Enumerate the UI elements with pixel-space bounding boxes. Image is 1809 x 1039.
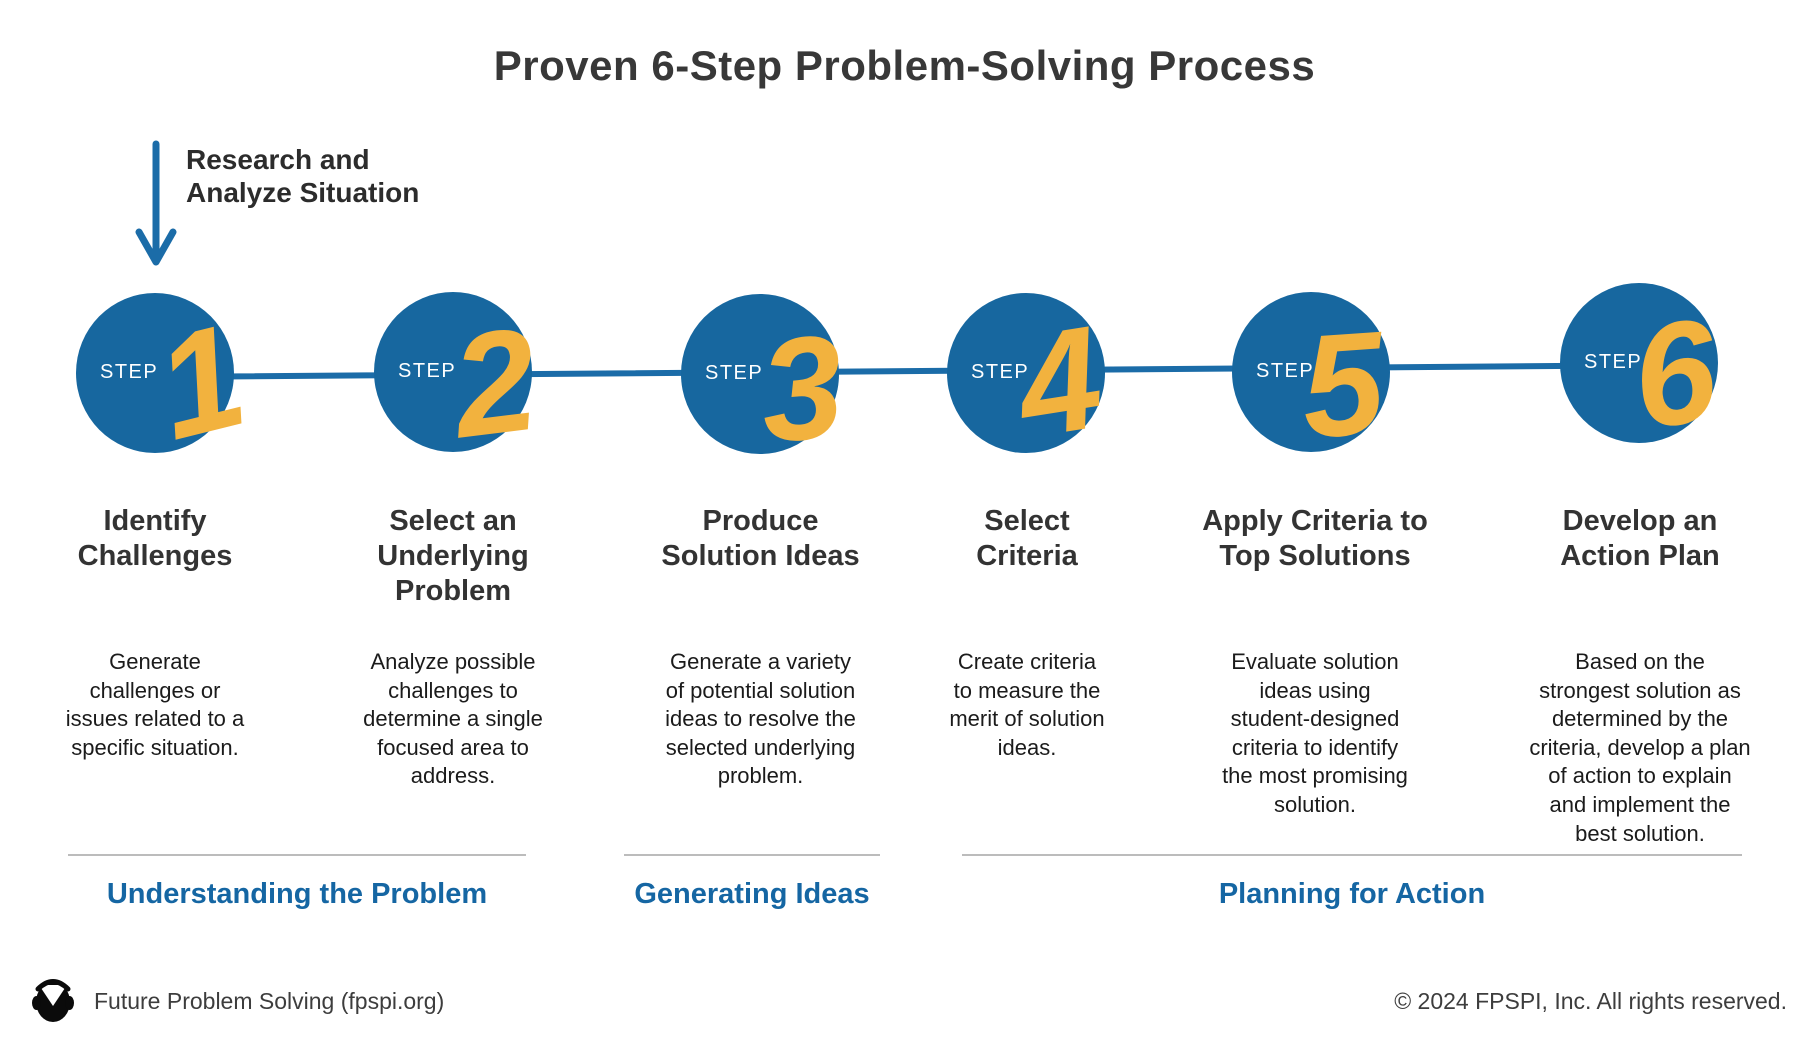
step-3-circle: STEP 3 <box>681 294 849 473</box>
step-4-circle: STEP 4 <box>947 293 1112 468</box>
step-6-circle: STEP 6 <box>1560 283 1725 459</box>
down-arrow-icon <box>135 140 177 266</box>
step-3-number: 3 <box>754 303 850 474</box>
step-1-circle: STEP 1 <box>76 293 260 470</box>
step-2-column: Select an Underlying Problem Analyze pos… <box>323 486 583 809</box>
footer-brand-text: Future Problem Solving (fpspi.org) <box>94 988 445 1014</box>
step-4-column: Select Criteria Create criteria to measu… <box>898 486 1156 780</box>
step-5-description: Evaluate solution ideas using student-de… <box>1222 649 1408 817</box>
fps-logo-icon <box>32 979 74 1022</box>
step-5-title: Apply Criteria to Top Solutions <box>1202 505 1428 572</box>
step-5-number: 5 <box>1296 300 1389 469</box>
step-3-title: Produce Solution Ideas <box>661 505 860 572</box>
phase-planning-for-action: Planning for Action <box>962 854 1742 911</box>
phase-understanding-the-problem: Understanding the Problem <box>68 854 526 911</box>
step-6-description: Based on the strongest solution as deter… <box>1529 649 1751 846</box>
step-2-title: Select an Underlying Problem <box>377 505 529 607</box>
step-2-badge: STEP <box>398 360 457 382</box>
step-2-number: 2 <box>444 296 545 469</box>
step-3-column: Produce Solution Ideas Generate a variet… <box>628 486 893 809</box>
footer-copyright: © 2024 FPSPI, Inc. All rights reserved. <box>1394 988 1787 1014</box>
step-5-badge: STEP <box>1256 360 1315 382</box>
step-4-title: Select Criteria <box>976 505 1078 572</box>
step-6-title: Develop an Action Plan <box>1560 505 1720 572</box>
page-title: Proven 6-Step Problem-Solving Process <box>493 42 1316 89</box>
step-4-badge: STEP <box>971 361 1030 383</box>
step-1-description: Generate challenges or issues related to… <box>65 649 245 760</box>
phase-generating-ideas: Generating Ideas <box>624 854 880 911</box>
step-1-title: Identify Challenges <box>77 505 233 572</box>
step-1-badge: STEP <box>100 361 159 383</box>
step-5-circle: STEP 5 <box>1232 292 1390 469</box>
step-2-circle: STEP 2 <box>374 292 545 468</box>
step-1-number: 1 <box>141 292 260 471</box>
annotation-research-analyze: Research and Analyze Situation <box>186 144 420 209</box>
step-1-column: Identify Challenges Generate challenges … <box>25 486 285 780</box>
step-4-description: Create criteria to measure the merit of … <box>949 649 1105 760</box>
step-6-badge: STEP <box>1584 351 1643 373</box>
step-5-column: Apply Criteria to Top Solutions Evaluate… <box>1176 486 1454 838</box>
step-6-column: Develop an Action Plan Based on the stro… <box>1488 486 1792 866</box>
step-3-badge: STEP <box>705 362 764 384</box>
step-2-description: Analyze possible challenges to determine… <box>363 649 543 789</box>
step-3-description: Generate a variety of potential solution… <box>665 649 856 789</box>
